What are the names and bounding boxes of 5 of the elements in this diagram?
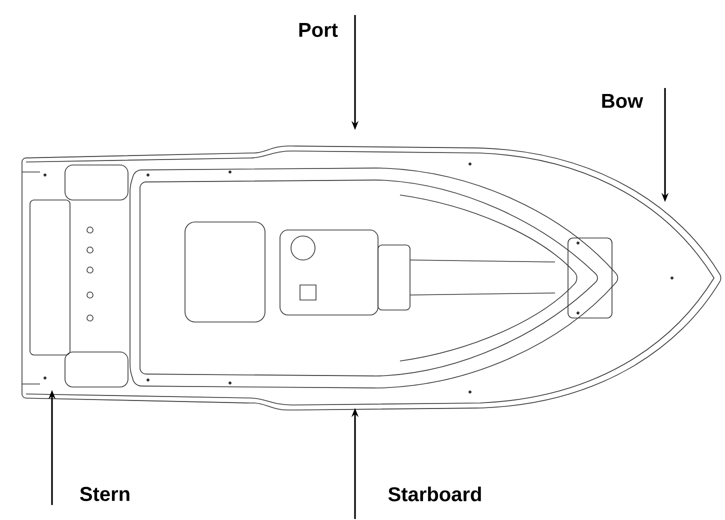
boat-drawing	[22, 146, 722, 410]
direction-label: Stern	[80, 486, 130, 502]
direction-label: Port	[299, 23, 338, 37]
direction-label: Starboard	[388, 486, 481, 502]
direction-label: Bow	[602, 94, 644, 108]
